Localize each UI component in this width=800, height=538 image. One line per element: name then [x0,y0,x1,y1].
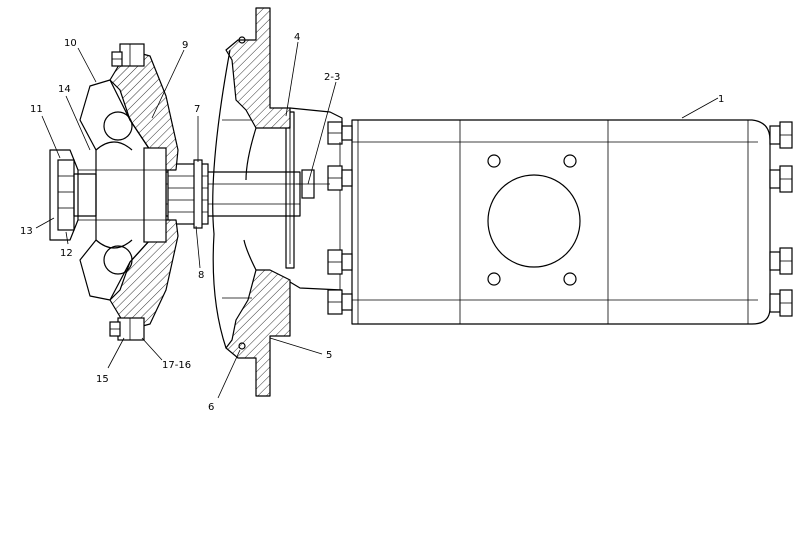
bell-housing [212,7,291,397]
callout-16-17: 17-16 [162,360,191,371]
callout-1: 1 [718,94,724,105]
hub [49,149,97,241]
callout-9: 9 [182,40,188,51]
pump-left-bolts [327,121,353,315]
coupling-disc [78,49,179,331]
callout-6: 6 [208,402,214,413]
callout-10: 10 [64,38,77,49]
callout-12: 12 [60,248,73,259]
callout-15: 15 [96,374,109,385]
callout-11: 11 [30,104,43,115]
bottom-bolt [109,317,145,341]
leader-lines [35,41,719,399]
callout-7: 7 [194,104,200,115]
drive-shaft [165,159,301,229]
callout-14: 14 [58,84,71,95]
pump-right-bolts [769,121,793,317]
top-bolt [111,43,145,67]
callout-5: 5 [326,350,332,361]
callout-8: 8 [198,270,204,281]
pump-body [351,119,771,325]
callout-4: 4 [294,32,300,43]
callout-2-3: 2-3 [324,72,340,83]
callout-13: 13 [20,226,33,237]
